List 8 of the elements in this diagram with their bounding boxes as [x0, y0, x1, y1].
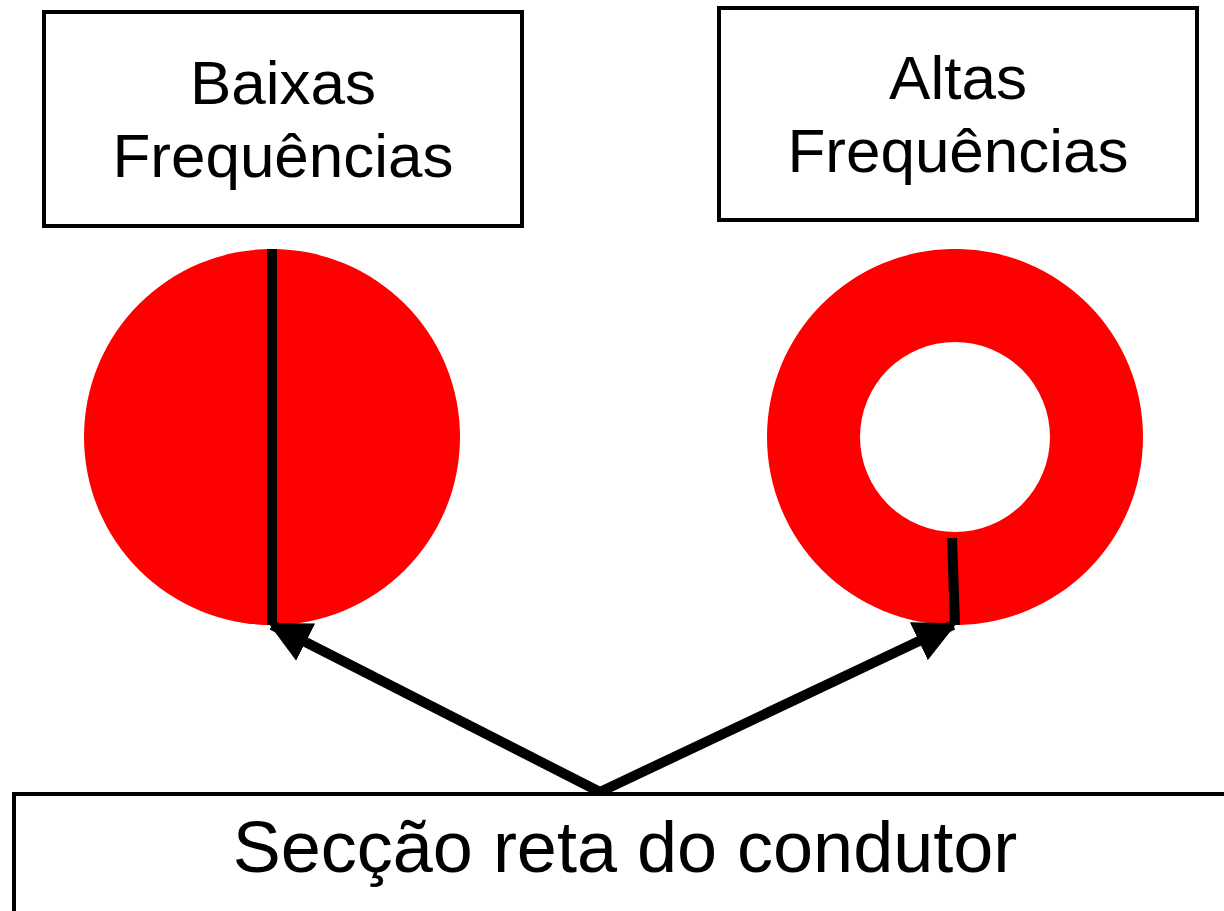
box-label: Baixas Frequências [111, 46, 455, 192]
label-box [12, 792, 1224, 911]
box-label: Altas Frequências [786, 41, 1130, 187]
hollow-current-ring-drawing [767, 249, 1143, 625]
label-box [42, 10, 524, 228]
solid-conductor-section-drawing [84, 249, 460, 625]
box-label: Secção reta do condutor [232, 805, 1018, 889]
label-box [717, 6, 1199, 222]
